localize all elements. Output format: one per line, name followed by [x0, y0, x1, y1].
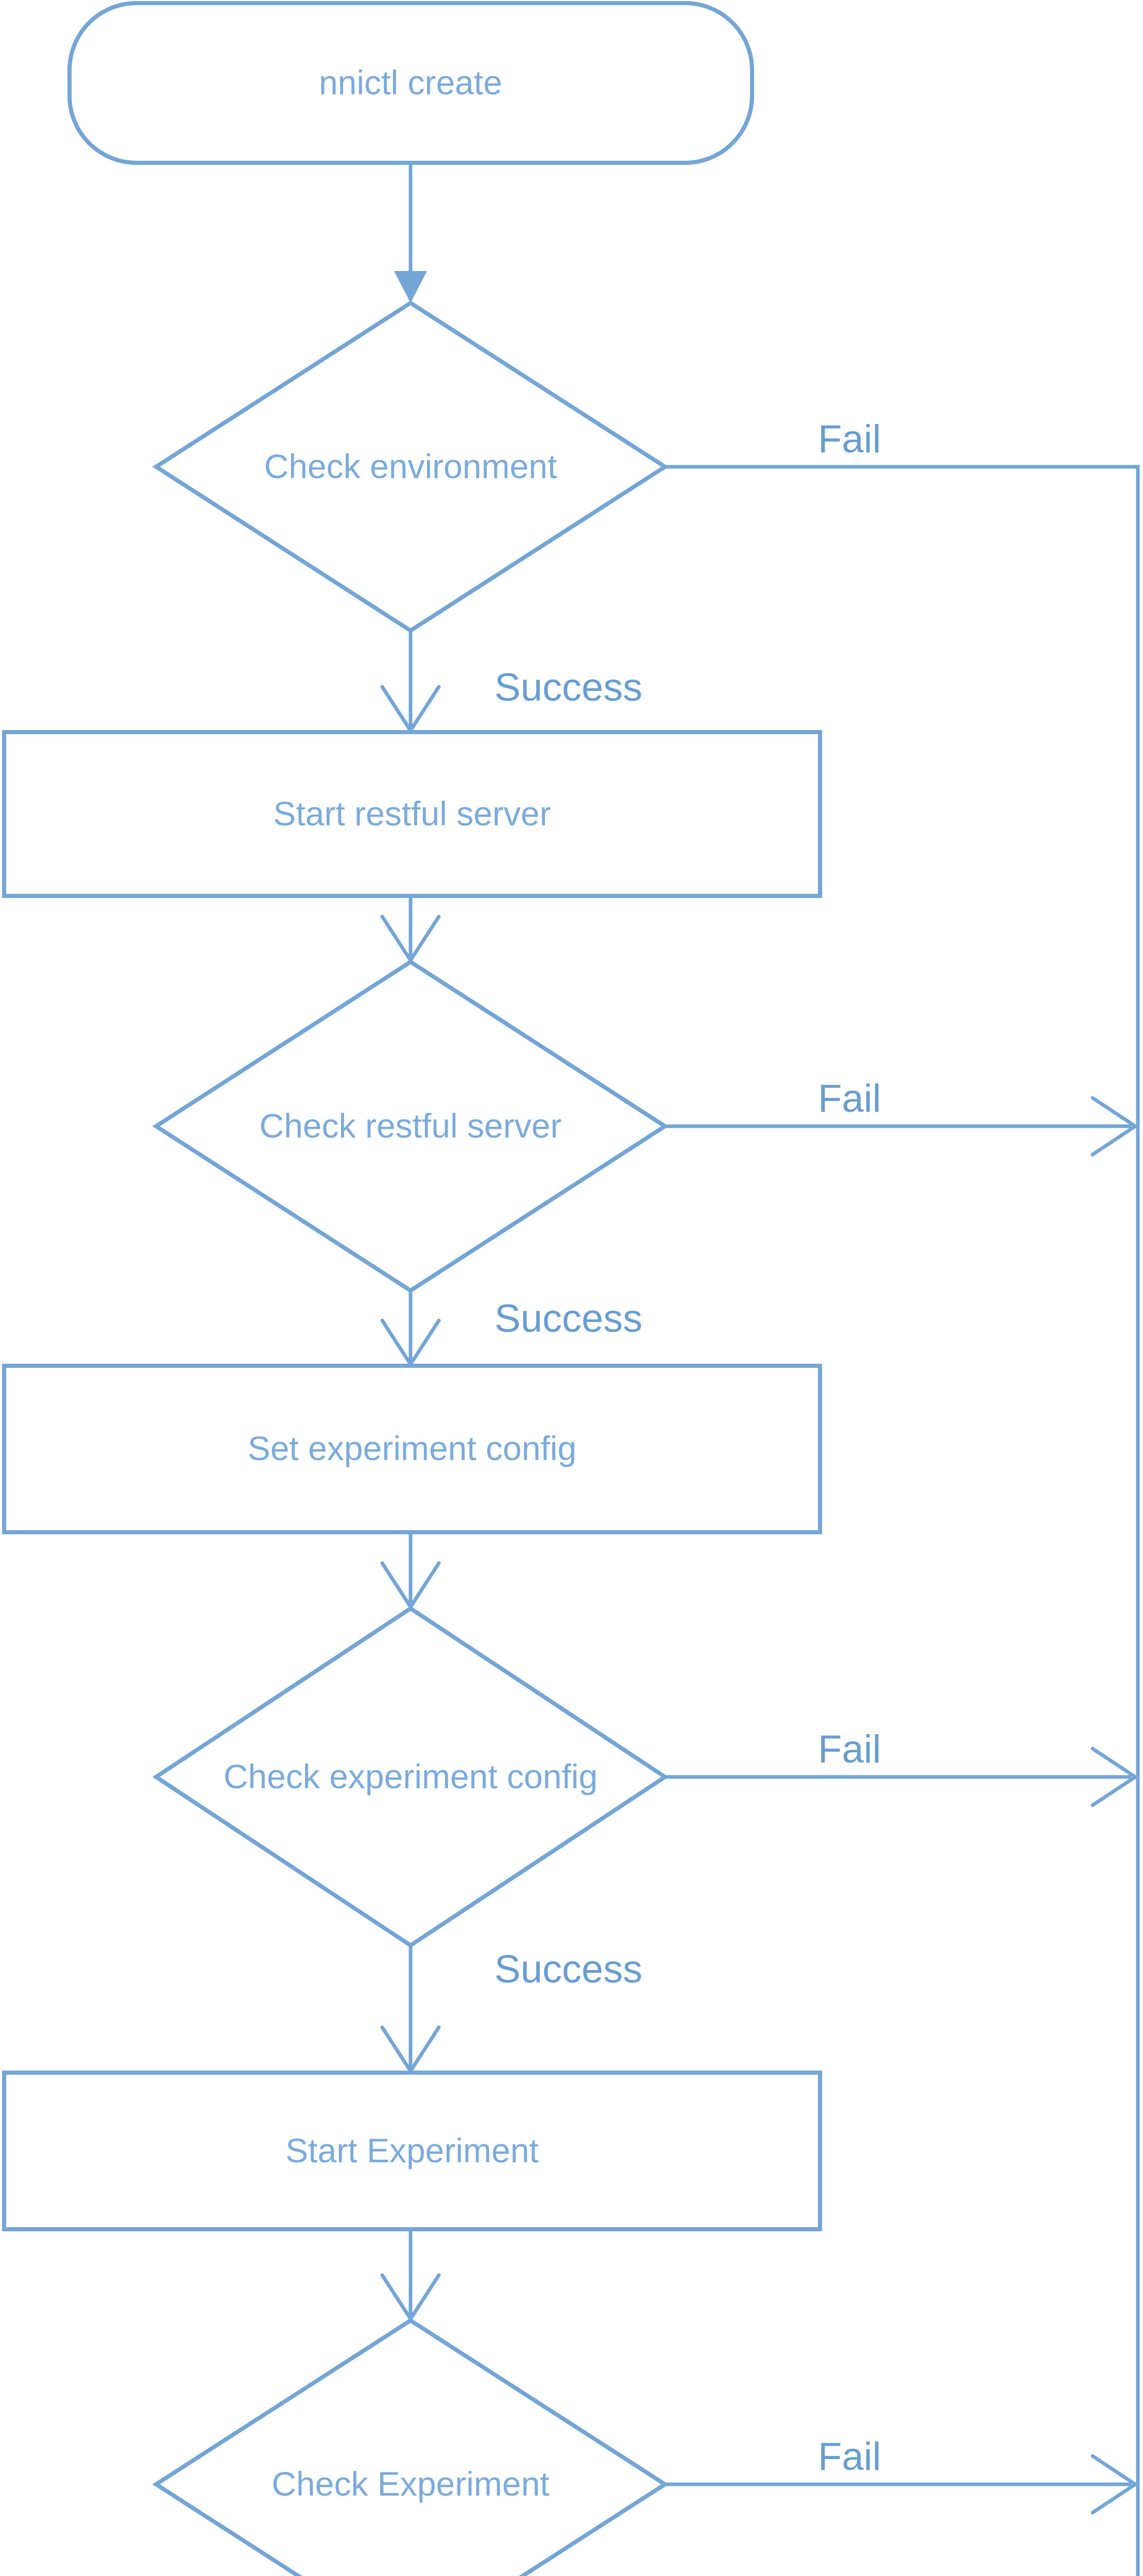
edge-check-environment-success: [380, 631, 441, 733]
edge-label-success-3: Success: [494, 1947, 642, 1991]
edge-label-success-2: Success: [494, 1297, 642, 1341]
edge-label-fail-3: Fail: [818, 1727, 881, 1771]
node-start-restful-server-process: Start restful server: [2, 730, 822, 898]
terminator-shape: [67, 1, 754, 165]
decision-diamond-shape: [152, 959, 669, 1293]
edge-check-experiment-config-fail: [665, 1747, 1137, 1807]
node-check-restful-server-decision: Check restful server: [152, 959, 669, 1293]
node-start-restful-server-label: Start restful server: [273, 794, 551, 833]
edge-label-success-1: Success: [494, 666, 642, 709]
decision-diamond-shape: [152, 1606, 669, 1948]
node-check-experiment-decision: Check Experiment: [152, 2318, 669, 2576]
process-rect-shape: [2, 2071, 822, 2231]
edge-check-experiment-fail: [665, 2454, 1137, 2515]
process-rect-shape: [2, 730, 822, 898]
node-check-experiment-config-decision: Check experiment config: [152, 1606, 669, 1948]
node-check-environment-decision: Check environment: [152, 300, 669, 633]
node-check-environment-label: Check environment: [264, 447, 557, 485]
node-set-experiment-config-process: Set experiment config: [2, 1364, 822, 1534]
decision-diamond-shape: [152, 2318, 669, 2576]
arrowhead-chevron-right-icon: [1090, 1747, 1137, 1807]
node-check-restful-server-label: Check restful server: [260, 1107, 562, 1145]
arrowhead-filled-down-icon: [394, 271, 427, 303]
edge-start-restful-server-to-check: [380, 896, 441, 962]
arrowhead-chevron-right-icon: [1090, 2454, 1137, 2515]
decision-diamond-shape: [152, 300, 669, 633]
node-start-label: nnictl create: [319, 63, 502, 101]
node-start-terminator: nnictl create: [67, 1, 754, 165]
node-check-experiment-label: Check Experiment: [271, 2465, 549, 2503]
node-set-experiment-config-label: Set experiment config: [248, 1429, 576, 1467]
edge-label-fail-1: Fail: [818, 417, 881, 461]
edge-check-restful-server-success: [380, 1291, 441, 1366]
edge-check-restful-server-fail: [665, 1096, 1137, 1157]
node-check-experiment-config-label: Check experiment config: [224, 1757, 598, 1795]
fail-rail-line: [665, 465, 1140, 2576]
edge-start-to-check-environment: [394, 163, 427, 303]
edge-start-experiment-to-check: [380, 2229, 441, 2321]
node-start-experiment-label: Start Experiment: [285, 2131, 539, 2170]
process-rect-shape: [2, 1364, 822, 1534]
edge-label-fail-2: Fail: [818, 1077, 881, 1121]
arrowhead-chevron-right-icon: [1090, 1096, 1137, 1157]
edge-check-experiment-config-success: [380, 1945, 441, 2073]
edge-check-environment-fail-rail: [665, 465, 1140, 2576]
node-start-experiment-process: Start Experiment: [2, 2071, 822, 2231]
edge-set-experiment-config-to-check: [380, 1532, 441, 1609]
edge-label-fail-4: Fail: [818, 2435, 881, 2479]
